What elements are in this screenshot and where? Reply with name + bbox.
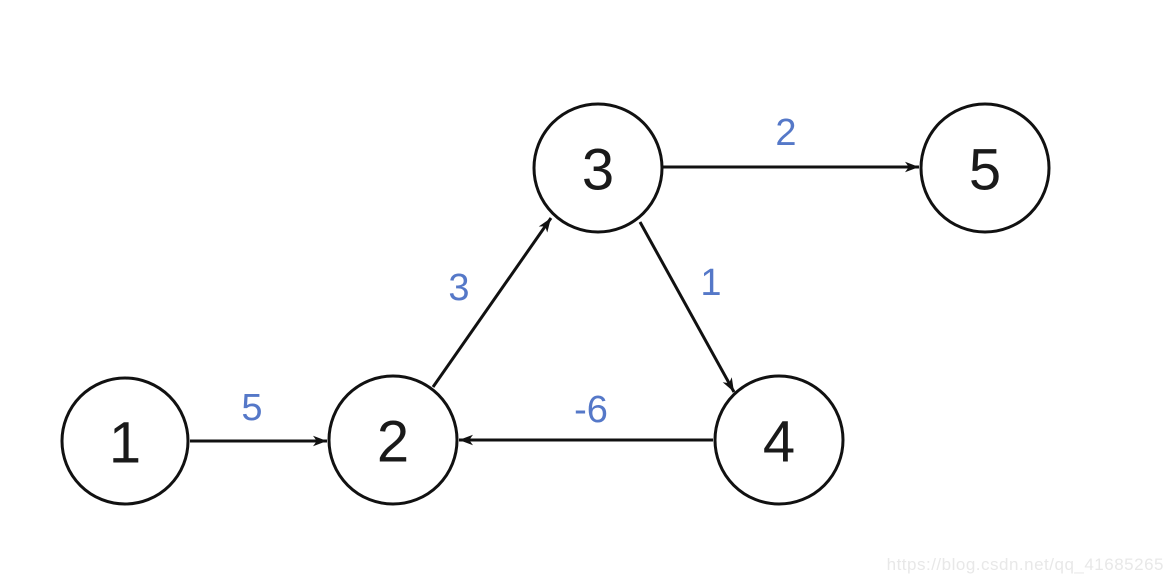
graph-node-label-1: 1 <box>109 411 141 476</box>
graph-node-label-5: 5 <box>969 138 1001 203</box>
graph-node-1 <box>60 376 190 506</box>
graph-node-label-4: 4 <box>763 410 795 475</box>
graph-node-label-3: 3 <box>582 138 614 203</box>
watermark: https://blog.csdn.net/qq_41685265 <box>886 555 1164 574</box>
graph-node-5 <box>919 102 1051 234</box>
nodes-layer: 1 2 3 4 5 <box>60 102 1051 506</box>
edge-weight-label-2-3: 3 <box>448 267 469 309</box>
graph-edge-3-4 <box>638 221 736 393</box>
edge-weight-label-3-5: 2 <box>775 112 796 154</box>
graph-edge-2-3 <box>431 217 553 388</box>
graph-node-3 <box>532 102 664 234</box>
edge-weight-label-3-4: 1 <box>700 262 721 304</box>
edge-labels-layer: 5 3 2 1 -6 <box>241 112 796 431</box>
edges-layer <box>190 161 919 447</box>
graph-node-2 <box>327 374 459 506</box>
edge-weight-label-4-2: -6 <box>574 389 608 431</box>
graph-node-4 <box>713 374 845 506</box>
graph-node-label-2: 2 <box>377 410 409 475</box>
edge-weight-label-1-2: 5 <box>241 387 262 429</box>
